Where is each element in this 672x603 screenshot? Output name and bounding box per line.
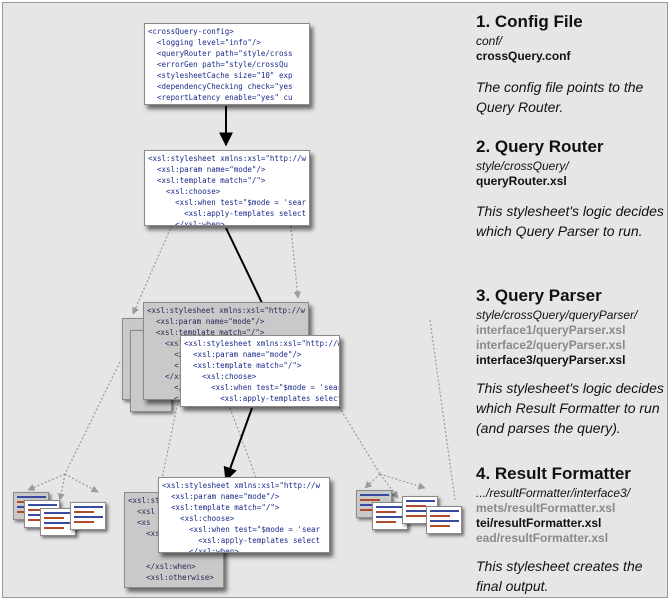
code-line: <xs [128, 518, 151, 527]
step3-heading: 3. Query Parser [476, 286, 602, 305]
code-line: <xsl:template match="/"> [148, 176, 266, 185]
step3-desc: This stylesheet's logic decides which Re… [476, 380, 664, 436]
result-formatter-card: <xsl:stylesheet xmlns:xsl="http://w <xsl… [158, 477, 330, 553]
code-line: <xsl:param name="mode"/> [147, 317, 265, 326]
config-file-card: <crossQuery-config> <logging level="info… [144, 23, 310, 105]
diagram-panel [2, 2, 668, 598]
step3-file-interface3: interface3/queryParser.xsl [476, 353, 626, 367]
code-line: <xsl:when test="$mode = 'sear [162, 525, 321, 534]
step2-heading: 2. Query Router [476, 137, 604, 156]
code-line: <xsl:template match="/"> [184, 361, 302, 370]
step4-path: .../resultFormatter/interface3/ [476, 486, 631, 500]
code-line: <xsl:choose> [162, 514, 235, 523]
code-line: <xsl:when test="$mode = 'sear [184, 383, 340, 392]
code-line: <crossQuery-config> [148, 27, 234, 36]
step3-path: style/crossQuery/queryParser/ [476, 308, 638, 322]
code-line: </xsl:when> [184, 404, 339, 406]
code-line: <xsl:template match="/"> [147, 328, 265, 337]
step1-heading: 1. Config File [476, 12, 583, 31]
step4-file-ead: ead/resultFormatter.xsl [476, 531, 609, 545]
step1-desc: The config file points to the Query Rout… [476, 79, 644, 115]
formatter-mini-card [70, 502, 106, 530]
code-line: <xsl:apply-templates select [184, 394, 340, 403]
code-line: <xsl [128, 507, 156, 516]
step1-path: conf/ [476, 34, 503, 48]
code-line: <xsl:param name="mode"/> [162, 492, 280, 501]
code-line: <queryRouter path="style/cross [148, 49, 293, 58]
step4-file-tei: tei/resultFormatter.xsl [476, 516, 602, 530]
query-parser-card: <xsl:stylesheet xmlns:xsl="http://w <xsl… [180, 335, 340, 407]
code-line: </xsl:when> [148, 220, 225, 226]
code-line: <logging level="info"/> [148, 38, 261, 47]
code-line: <xsl:param name="mode"/> [184, 350, 302, 359]
code-line: <xsl:template match="/"> [162, 503, 280, 512]
code-line: <xsl:choose> [184, 372, 257, 381]
code-line: <xsl:apply-templates select [162, 536, 321, 545]
code-line: <xs [128, 529, 160, 538]
code-line: <xsl:otherwise> [128, 573, 214, 582]
query-router-card: <xsl:stylesheet xmlns:xsl="http://w <xsl… [144, 150, 310, 226]
code-line: <trackSessions track="no" enco [148, 103, 309, 104]
step2-path: style/crossQuery/ [476, 159, 569, 173]
code-line: <xsl:choose> [148, 187, 221, 196]
code-line: <xsl:stylesheet xmlns:xsl="http://w [147, 306, 306, 315]
code-line: <xsl:stylesheet xmlns:xsl="http://w [162, 481, 321, 490]
code-line: <xsl:param name="mode"/> [148, 165, 266, 174]
step2-desc: This stylesheet's logic decides which Qu… [476, 203, 664, 239]
formatter-mini-card [426, 506, 462, 534]
step3-file-interface1: interface1/queryParser.xsl [476, 323, 626, 337]
code-line: <reportLatency enable="yes" cu [148, 93, 293, 102]
code-line: </xsl:when> [162, 547, 239, 553]
step3-file-interface2: interface2/queryParser.xsl [476, 338, 626, 352]
code-line: </xsl [147, 372, 188, 381]
step4-desc: This stylesheet creates the final output… [476, 558, 643, 594]
dotted-arrows-router [132, 217, 301, 315]
code-line: <xsl:when test="$mode = 'sear [148, 198, 307, 207]
step4-heading: 4. Result Formatter [476, 464, 631, 483]
code-line: <stylesheetCache size="10" exp [148, 71, 293, 80]
code-line: <errorGen path="style/crossQu [148, 60, 288, 69]
code-line: <dependencyChecking check="yes [148, 82, 293, 91]
step4-file-mets: mets/resultFormatter.xsl [476, 501, 616, 515]
code-line: <xsl:apply-templates select [148, 209, 307, 218]
dotted-arrows-parser [27, 319, 456, 501]
code-line: <xsl:st [128, 496, 160, 505]
code-line: <xsl:stylesheet xmlns:xsl="http://w [184, 339, 340, 348]
code-line: < [147, 361, 179, 370]
code-line: </xsl:when> [128, 562, 196, 571]
step2-file: queryRouter.xsl [476, 174, 567, 188]
step1-file: crossQuery.conf [476, 49, 571, 63]
code-line: <xsl:stylesheet xmlns:xsl="http://w [148, 154, 307, 163]
